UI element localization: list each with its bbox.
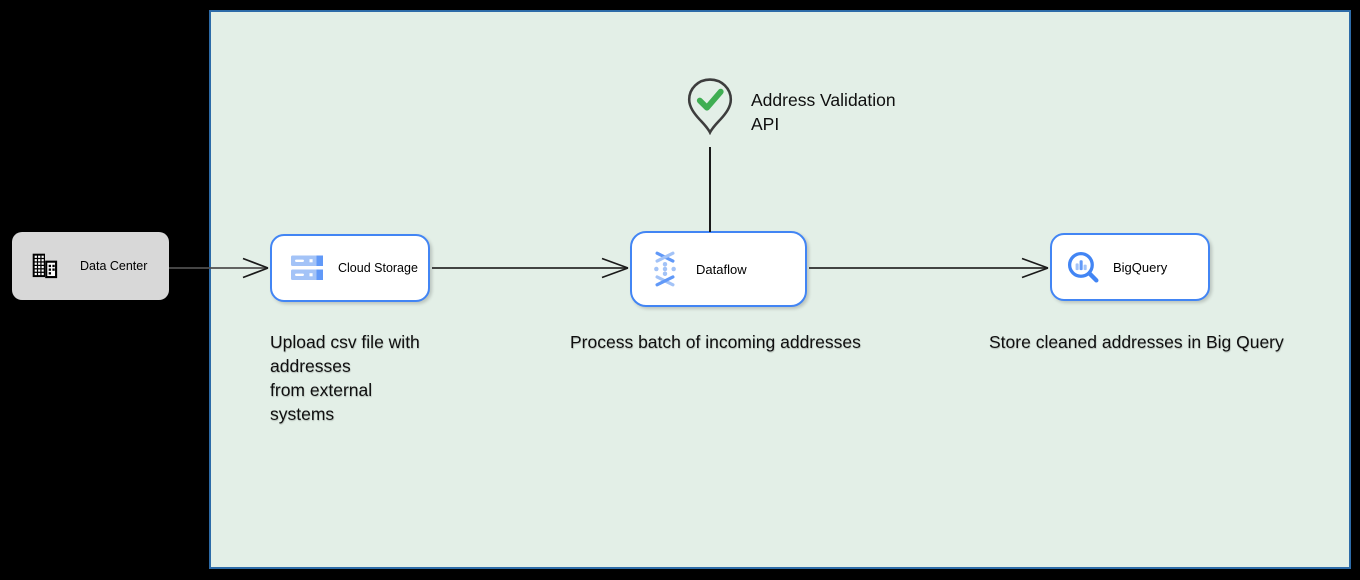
node-bigquery-label: BigQuery xyxy=(1113,259,1168,275)
node-bigquery[interactable]: BigQuery xyxy=(1050,233,1210,301)
node-cloud-storage[interactable]: Cloud Storage xyxy=(270,234,430,302)
dataflow-icon xyxy=(654,251,676,287)
address-validation-marker[interactable] xyxy=(686,77,734,135)
node-data-center[interactable]: Data Center xyxy=(12,232,169,300)
node-data-center-label: Data Center xyxy=(80,259,148,273)
node-cloud-storage-label: Cloud Storage xyxy=(338,261,418,275)
map-pin-icon xyxy=(687,78,733,135)
address-validation-label: Address Validation API xyxy=(751,90,896,134)
arrow-datacenter-to-cloudstorage xyxy=(169,257,269,279)
caption-process-batch: Process batch of incoming addresses xyxy=(570,332,861,352)
node-dataflow-label: Dataflow xyxy=(696,261,747,277)
node-dataflow[interactable]: Dataflow xyxy=(630,231,807,307)
connector-validation-to-dataflow xyxy=(709,147,711,232)
arrow-dataflow-to-bigquery xyxy=(809,257,1049,279)
caption-store-cleaned: Store cleaned addresses in Big Query xyxy=(989,332,1284,352)
check-icon xyxy=(696,88,724,111)
arrow-cloudstorage-to-dataflow xyxy=(432,257,629,279)
caption-upload-csv: Upload csv file with addresses from exte… xyxy=(270,332,420,424)
building-icon xyxy=(32,253,58,279)
cloud-storage-icon xyxy=(291,255,323,280)
bigquery-icon xyxy=(1067,251,1099,283)
